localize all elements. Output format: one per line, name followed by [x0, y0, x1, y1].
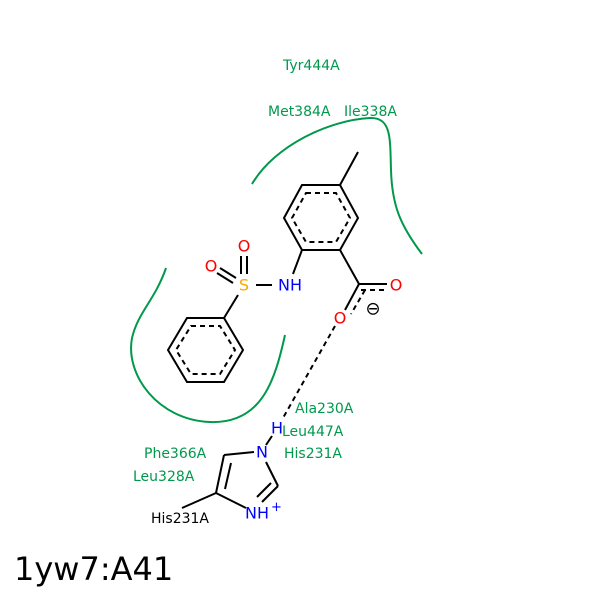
imidazole-ring	[215, 451, 279, 509]
co-minus-delocalized	[350, 289, 366, 315]
atom-h-his: H	[271, 419, 283, 438]
residue-met384: Met384A	[268, 104, 331, 120]
residue-leu328: Leu328A	[133, 469, 195, 485]
diagram-title: 1yw7:A41	[14, 550, 174, 588]
so2-bond-a	[219, 267, 237, 279]
hydrophobic-contour-left	[130, 267, 286, 424]
atom-n-his: N	[256, 443, 268, 462]
positive-charge: +	[271, 500, 282, 515]
hydrophobic-contour-top	[251, 116, 423, 255]
toluene-ring	[282, 184, 360, 251]
residue-his231-black: His231A	[151, 511, 209, 527]
co-minus-bond	[344, 283, 360, 311]
methyl-bond	[339, 151, 359, 186]
residue-ile338: Ile338A	[344, 104, 397, 120]
atom-nh: NH	[278, 276, 302, 295]
negative-charge-icon: ⊖	[365, 299, 380, 320]
his-sidechain-bond	[181, 492, 217, 509]
s-phenyl-bond	[223, 294, 239, 319]
phenyl-ring	[166, 317, 245, 383]
nh-bond	[265, 435, 273, 446]
residue-leu447: Leu447A	[282, 424, 344, 440]
atom-s: S	[239, 276, 249, 295]
residue-tyr444: Tyr444A	[282, 58, 340, 74]
atom-o-carbonyl: O	[390, 276, 403, 295]
carboxyl-bond	[339, 249, 360, 285]
atom-o-carboxylate: O	[334, 309, 347, 328]
atom-o-sulfonyl-top: O	[238, 237, 251, 256]
residue-ala230: Ala230A	[295, 401, 354, 417]
atom-nh-plus: NH	[245, 504, 269, 523]
so2-bond-b	[216, 272, 234, 284]
residue-his231-green: His231A	[284, 446, 342, 462]
cn-bond	[292, 249, 303, 275]
atom-o-sulfonyl-left: O	[205, 257, 218, 276]
residue-phe366: Phe366A	[144, 446, 207, 462]
